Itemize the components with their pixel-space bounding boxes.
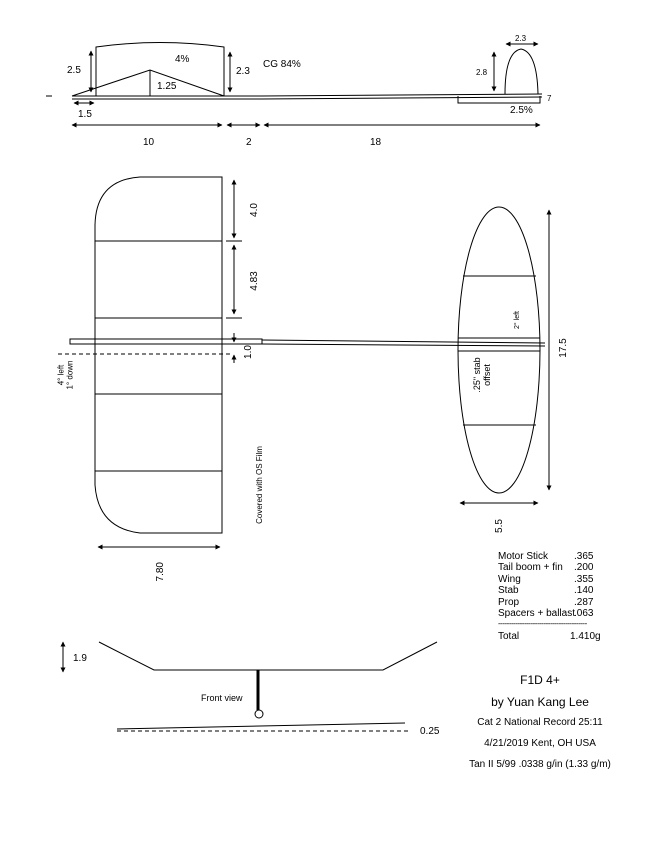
weights-total-value: 1.410g (570, 631, 601, 643)
dihedral-height-label: 1.9 (73, 653, 87, 664)
dim-wing-chord-label: 10 (143, 137, 155, 148)
tail-boom-side-lower (261, 96, 543, 100)
front-view-label: Front view (201, 693, 243, 703)
weight-row: Prop .287 (498, 597, 628, 608)
stab-tilt-label: 2° left (513, 311, 521, 329)
dihedral-rise-label: 2.3 (236, 66, 250, 77)
weight-item-name: Stab (498, 585, 519, 597)
wing-chord-label: 7.80 (155, 562, 166, 582)
record-line: Cat 2 National Record 25:11 (477, 717, 603, 728)
weight-row: Stab .140 (498, 585, 628, 596)
wing-incidence-label: 4° left1° down (57, 361, 75, 390)
dim-gap-label: 2 (246, 137, 252, 148)
weights-table: Motor Stick .365 Tail boom + fin .200 Wi… (498, 551, 628, 643)
wing-profile (95, 42, 225, 96)
weight-row: Spacers + ballast .063 (498, 608, 628, 619)
fin-height-label: 2.8 (476, 68, 488, 77)
fin-profile (504, 48, 539, 95)
tail-boom-plan-lower (261, 343, 546, 347)
stab-camber-label: 2.5% (510, 105, 533, 116)
le-offset-label: 1.5 (78, 109, 92, 120)
panel-mid-label: 4.83 (249, 271, 260, 291)
fin-chord-label: 2.3 (515, 34, 527, 43)
tail-boom-plan (261, 339, 546, 344)
wing-plan-outline (94, 176, 223, 534)
wing-offset-label: 1.0 (243, 345, 254, 359)
weights-rule: ----------------------------------------… (498, 619, 587, 629)
plan-view-labels: 4.0 4.83 1.0 4° left1° down 7.80 Covered… (57, 203, 569, 582)
wing-spar-profile (71, 69, 225, 97)
weight-item-name: Spacers + ballast (498, 608, 575, 620)
weight-item-name: Wing (498, 573, 521, 585)
dim-tail-label: 18 (370, 137, 382, 148)
tail-mark-label: 7 (547, 94, 552, 103)
date-place-line: 4/21/2019 Kent, OH USA (484, 738, 596, 749)
weights-total-row: Total 1.410g (498, 631, 628, 642)
stab-span-label: 17.5 (558, 338, 569, 358)
weight-item-value: .140 (574, 585, 594, 597)
weight-row: Motor Stick .365 (498, 551, 628, 562)
motor-stick-plan (69, 338, 263, 345)
wing-height-label: 2.5 (67, 65, 81, 76)
front-view-labels: 1.9 Front view 0.25 (73, 653, 440, 737)
spar-height-label: 1.25 (157, 81, 177, 92)
weight-item-value: .365 (574, 551, 594, 562)
panel-center-label: 4.0 (249, 203, 260, 217)
plan-view (58, 176, 552, 550)
model-author: by Yuan Kang Lee (491, 695, 589, 709)
front-view (60, 641, 438, 732)
covering-label: Covered with OS Film (255, 446, 264, 524)
weight-item-name: Motor Stick (498, 551, 549, 562)
stab-plan-outline (457, 206, 541, 494)
stab-offset-label: .25" staboffset (472, 357, 492, 392)
wing-camber-label: 4% (175, 54, 190, 65)
material-line: Tan II 5/99 .0338 g/in (1.33 g/m) (469, 759, 611, 770)
prop-shaft-front (254, 709, 264, 719)
stab-profile (457, 96, 541, 104)
weights-total-label: Total (498, 631, 520, 643)
stab-chord-label: 5.5 (494, 519, 505, 533)
stab-front-tilt-label: 0.25 (420, 726, 440, 737)
side-view (46, 41, 543, 128)
weight-item-name: Tail boom + fin (498, 562, 563, 574)
weight-item-value: .287 (574, 596, 594, 608)
weight-item-value: .200 (574, 562, 594, 574)
weight-row: Tail boom + fin .200 (498, 562, 628, 573)
weight-item-value: .355 (574, 573, 594, 585)
model-title: F1D 4+ (520, 673, 560, 687)
tail-boom-side (261, 93, 543, 97)
weight-item-value: .063 (574, 608, 594, 620)
wing-front-outline (98, 641, 438, 671)
stab-front (116, 722, 406, 730)
weight-item-name: Prop (498, 596, 520, 608)
side-view-labels: 4% 2.5 1.25 2.3 CG 84% 1.5 2.8 2.3 2.5% … (67, 34, 552, 148)
title-block: F1D 4+ by Yuan Kang Lee Cat 2 National R… (440, 673, 640, 780)
weight-row: Wing .355 (498, 574, 628, 585)
cg-label: CG 84% (263, 59, 301, 70)
